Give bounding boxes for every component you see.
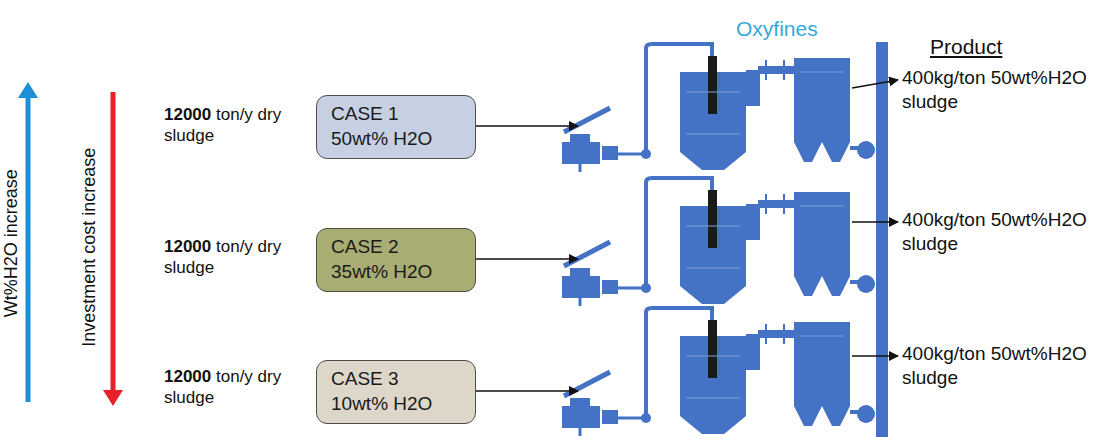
case-moisture: 50wt% H2O xyxy=(331,127,461,152)
feed-label: 12000 ton/y dry sludge xyxy=(164,236,294,279)
case-box: CASE 310wt% H2O xyxy=(316,360,476,424)
process-name: Oxyfines xyxy=(736,16,818,42)
case-title: CASE 2 xyxy=(331,235,461,260)
product-heading: Product xyxy=(930,34,1002,60)
product-label: 400kg/ton 50wt%H2O sludge xyxy=(902,342,1092,390)
case-moisture: 10wt% H2O xyxy=(331,392,461,417)
case-box: CASE 235wt% H2O xyxy=(316,228,476,292)
case-moisture: 35wt% H2O xyxy=(331,260,461,285)
case-title: CASE 1 xyxy=(331,102,461,127)
feed-label: 12000 ton/y dry sludge xyxy=(164,366,294,409)
case-title: CASE 3 xyxy=(331,367,461,392)
axis-label: Investment cost increase xyxy=(78,148,101,347)
axis-label: Wt%H2O increase xyxy=(0,169,22,317)
feed-label: 12000 ton/y dry sludge xyxy=(164,104,294,147)
product-label: 400kg/ton 50wt%H2O sludge xyxy=(902,208,1092,256)
case-box: CASE 150wt% H2O xyxy=(316,95,476,159)
product-label: 400kg/ton 50wt%H2O sludge xyxy=(902,66,1092,114)
